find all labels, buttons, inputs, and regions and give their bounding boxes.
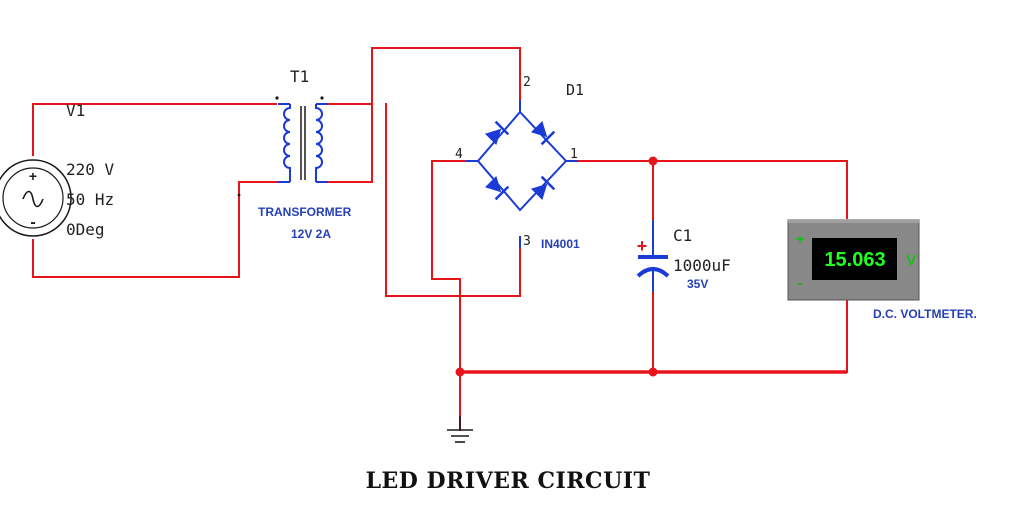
wires bbox=[32, 47, 848, 431]
meter-body-top-highlight bbox=[788, 220, 919, 223]
bridge-pin-4: 4 bbox=[455, 147, 463, 162]
bridge-pin-2: 2 bbox=[523, 75, 531, 90]
wire-source-top bbox=[32, 103, 277, 156]
transformer-dots bbox=[237, 96, 324, 197]
cap-plus-sign: + bbox=[637, 236, 648, 256]
bridge-pin-1: 1 bbox=[570, 147, 578, 162]
wire-to-pin3 bbox=[385, 103, 521, 297]
source-voltage: 220 V bbox=[66, 160, 115, 179]
bridge-part: IN4001 bbox=[541, 237, 580, 251]
source-minus-sign: - bbox=[30, 214, 35, 231]
bridge-name: D1 bbox=[566, 81, 584, 99]
transformer-label: TRANSFORMER bbox=[258, 205, 352, 219]
diode-icon-lower-left bbox=[484, 175, 510, 201]
ac-source: + - bbox=[0, 159, 72, 237]
transformer bbox=[278, 103, 328, 183]
ac-source-circle bbox=[0, 159, 72, 237]
transformer-name: T1 bbox=[290, 67, 309, 86]
ground-icon bbox=[447, 416, 473, 443]
wire-secondary-loop bbox=[359, 103, 373, 183]
diode-icon-upper-right bbox=[530, 120, 556, 146]
sine-wave-icon bbox=[22, 190, 44, 208]
junctions bbox=[455, 156, 658, 377]
meter-label: D.C. VOLTMETER. bbox=[873, 307, 977, 321]
diagram-title: LED DRIVER CIRCUIT bbox=[366, 468, 651, 494]
secondary-coil bbox=[315, 104, 323, 182]
source-phase: 0Deg bbox=[66, 220, 105, 239]
transformer-rating: 12V 2A bbox=[291, 227, 331, 241]
meter-plus-sign: + bbox=[796, 231, 805, 248]
capacitor bbox=[636, 220, 670, 292]
wire-pin4 bbox=[431, 160, 479, 373]
source-frequency: 50 Hz bbox=[66, 190, 114, 209]
cap-value: 1000uF bbox=[673, 256, 731, 275]
ac-source-inner-circle bbox=[2, 167, 64, 229]
meter-reading: 15.063 bbox=[824, 249, 885, 271]
polarity-dot bbox=[275, 96, 279, 100]
meter-unit: V bbox=[906, 252, 916, 269]
bridge-rectifier bbox=[466, 100, 578, 248]
meter-display bbox=[812, 238, 897, 280]
polarity-dot bbox=[320, 96, 324, 100]
wire-source-bottom bbox=[32, 181, 279, 278]
bridge-diamond bbox=[476, 110, 568, 212]
junction-dot bbox=[648, 367, 658, 377]
source-name: V1 bbox=[66, 101, 85, 120]
diode-icon-lower-right bbox=[530, 175, 556, 201]
junction-dot bbox=[648, 156, 658, 166]
wire-secondary-top bbox=[319, 47, 521, 105]
cap-voltage: 35V bbox=[687, 277, 708, 291]
meter-minus-sign: - bbox=[798, 275, 803, 292]
pin-mark bbox=[237, 193, 241, 197]
diode-icon-upper-left bbox=[484, 120, 510, 146]
junction-dot bbox=[455, 367, 465, 377]
wire-positive-rail bbox=[565, 160, 848, 219]
primary-coil bbox=[283, 104, 291, 182]
source-plus-sign: + bbox=[29, 168, 37, 184]
cap-name: C1 bbox=[673, 226, 692, 245]
dc-voltmeter: 15.063 V + - bbox=[787, 219, 920, 301]
bridge-pin-3: 3 bbox=[523, 234, 531, 249]
